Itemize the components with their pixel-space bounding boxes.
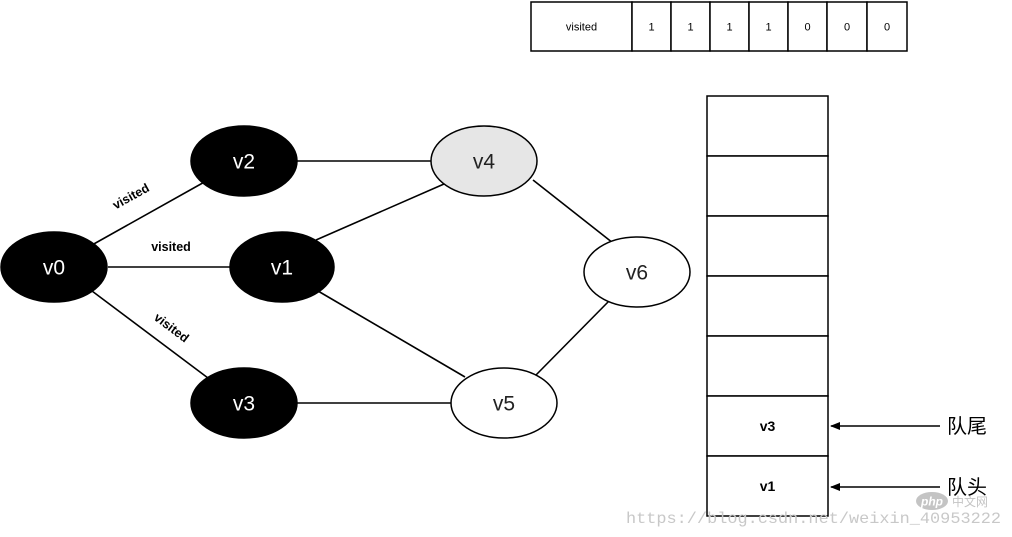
- edge-v1-v5: [317, 290, 466, 378]
- edge-v5-v6: [534, 299, 611, 377]
- node-v5-shape: [450, 367, 558, 439]
- queue-cell: [706, 455, 829, 517]
- node-v5: v5: [450, 367, 558, 439]
- queue: v3 v1: [706, 95, 829, 517]
- graph-edges: [91, 160, 614, 404]
- edge-label-v0-v1: visited: [151, 240, 191, 254]
- visited-array-cell: [866, 1, 908, 52]
- node-v4-label: v4: [473, 151, 496, 174]
- edge-v1-v4: [315, 183, 445, 241]
- node-v0-shape: [0, 231, 108, 303]
- visited-array-value: 1: [687, 22, 693, 34]
- visited-array: visited 1 1 1 1 0 0 0: [530, 1, 908, 52]
- edge-v4-v6: [532, 179, 614, 244]
- node-v4-shape: [430, 125, 538, 197]
- node-v0: v0: [0, 231, 108, 303]
- watermark-logo-caption: 中文网: [952, 494, 988, 509]
- visited-array-value: 0: [844, 22, 850, 34]
- visited-array-value: 0: [884, 22, 890, 34]
- visited-array-cell: [631, 1, 672, 52]
- queue-cell-value: v1: [760, 478, 776, 494]
- node-v3-shape: [190, 367, 298, 439]
- visited-array-cell: [748, 1, 789, 52]
- visited-array-value: 0: [804, 22, 810, 34]
- queue-cell: [706, 95, 829, 157]
- edge-v0-v2: [91, 179, 209, 246]
- visited-array-cell: [826, 1, 868, 52]
- queue-cell: [706, 395, 829, 457]
- node-v5-label: v5: [493, 393, 515, 416]
- queue-cell: [706, 335, 829, 397]
- node-v0-label: v0: [43, 257, 65, 280]
- edge-v0-v3: [91, 290, 209, 379]
- queue-cell: [706, 275, 829, 337]
- queue-head-pointer: 队头: [830, 476, 987, 499]
- watermark: php 中文网 https://blog.csdn.net/weixin_409…: [626, 492, 1001, 528]
- queue-head-label: 队头: [947, 476, 987, 499]
- queue-cell-value: v3: [760, 418, 776, 434]
- visited-array-cell: [787, 1, 828, 52]
- node-v2-shape: [190, 125, 298, 197]
- visited-array-label-cell: [530, 1, 633, 52]
- node-v3: v3: [190, 367, 298, 439]
- node-v2-label: v2: [233, 151, 255, 174]
- node-v1-shape: [229, 231, 335, 303]
- node-v2: v2: [190, 125, 298, 197]
- node-v3-label: v3: [233, 393, 255, 416]
- edge-label-v0-v2: visited: [110, 181, 151, 212]
- queue-cell: [706, 215, 829, 277]
- visited-array-cell: [670, 1, 711, 52]
- visited-array-value: 1: [726, 22, 732, 34]
- node-v1: v1: [229, 231, 335, 303]
- visited-array-value: 1: [765, 22, 771, 34]
- watermark-url: https://blog.csdn.net/weixin_40953222: [626, 510, 1001, 528]
- graph-nodes: v0 v1 v2 v3 v4 v5 v6: [0, 125, 691, 439]
- visited-array-label: visited: [566, 22, 597, 34]
- watermark-logo-text: php: [920, 495, 943, 509]
- php-logo-icon: [916, 492, 948, 510]
- node-v4: v4: [430, 125, 538, 197]
- node-v6: v6: [583, 236, 691, 308]
- queue-cell: [706, 155, 829, 217]
- queue-tail-label: 队尾: [947, 415, 987, 438]
- node-v1-label: v1: [271, 257, 293, 280]
- node-v6-shape: [583, 236, 691, 308]
- queue-tail-pointer: 队尾: [830, 415, 987, 438]
- visited-array-value: 1: [648, 22, 654, 34]
- node-v6-label: v6: [626, 262, 648, 285]
